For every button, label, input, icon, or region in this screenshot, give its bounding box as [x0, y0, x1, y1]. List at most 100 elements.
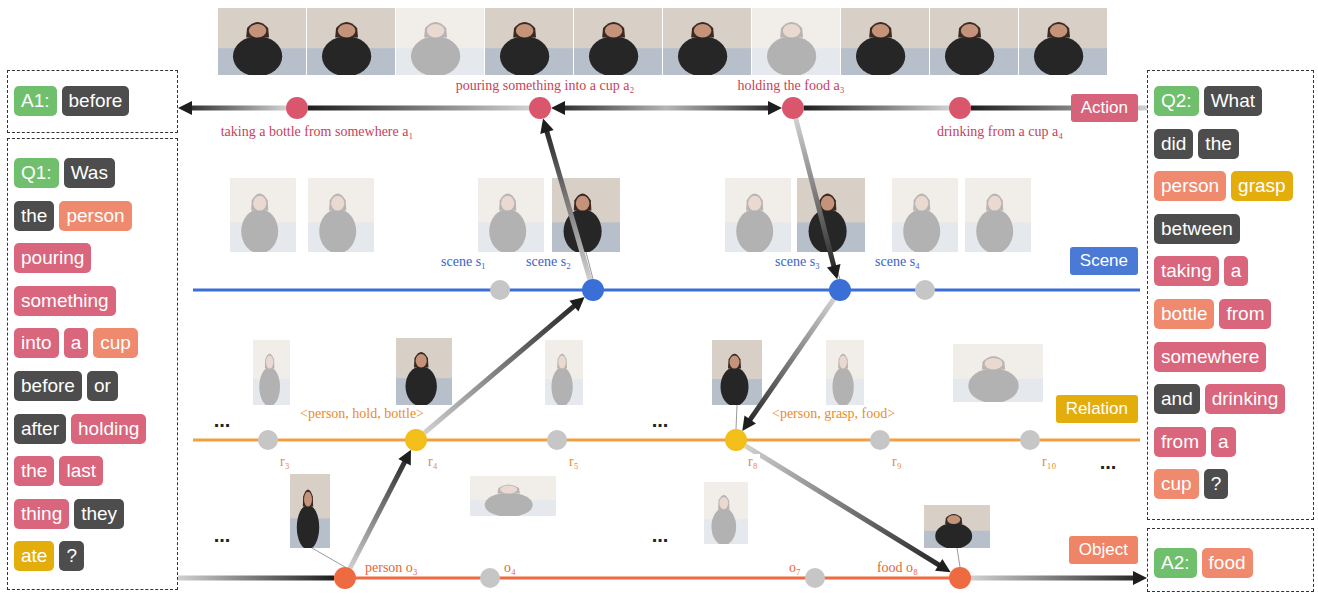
relation-photo: [953, 344, 1043, 403]
arrow-head: [551, 101, 565, 115]
dashed-panel: Q1:Wasthepersonpouringsomethingintoacupb…: [7, 138, 178, 590]
node-text: pouring: [21, 247, 84, 268]
node-label: r₅: [567, 454, 581, 470]
video-frame: [307, 8, 395, 76]
node-text: taking: [1161, 260, 1212, 281]
node-label: r₈: [746, 454, 760, 470]
word-token: ?: [59, 541, 84, 571]
video-frame: [752, 8, 840, 76]
node-label: taking a bottle from somewhere a₁: [219, 124, 416, 140]
node-text: something: [21, 290, 109, 311]
layer-label: Relation: [1056, 395, 1138, 423]
word-token: something: [14, 286, 116, 316]
connector: [350, 450, 411, 568]
word-token: from: [1154, 427, 1206, 457]
word-token: last: [59, 456, 103, 486]
node-text: person: [1161, 175, 1219, 196]
word-token: or: [87, 371, 118, 401]
node-text: A1:: [21, 90, 50, 111]
connector-line: [424, 305, 575, 433]
connector-line: [745, 446, 940, 566]
node-text: from: [1161, 431, 1199, 452]
node-text: Object: [1079, 540, 1128, 559]
word-token: the: [1198, 129, 1238, 159]
connector-line: [749, 299, 834, 421]
word-token: before: [62, 86, 130, 116]
word-token: cup: [93, 328, 138, 358]
word-token: a: [64, 328, 89, 358]
node-text: holding: [78, 418, 139, 439]
scene-photo: [308, 178, 374, 253]
word-token: thing: [14, 499, 69, 529]
graph-node: <person, grasp, food>r₈: [725, 429, 747, 451]
node-text: a: [71, 332, 82, 353]
object-photo: [924, 505, 990, 549]
word-token: food: [1202, 548, 1253, 578]
graph-node: scene s₂: [582, 279, 604, 301]
graph-node: r₅: [547, 430, 567, 450]
connector-line: [308, 106, 529, 111]
video-frame: [218, 8, 306, 76]
video-frame: [841, 8, 929, 76]
node-text: ate: [21, 545, 47, 566]
node-label: o₇: [787, 560, 803, 576]
node-label: o₄: [502, 560, 518, 576]
dashed-panel: Q2:Whatdidthepersongraspbetweentakingabo…: [1147, 70, 1314, 520]
video-frame: [485, 8, 573, 76]
layer-label: Action: [1071, 94, 1138, 122]
video-frame: [396, 8, 484, 76]
node-text: before: [69, 90, 123, 111]
arrow-head: [540, 119, 553, 134]
layer-label: Scene: [1070, 247, 1138, 275]
layer-label: Object: [1069, 536, 1138, 564]
word-token: Q1:: [14, 158, 59, 188]
word-token: a: [1211, 427, 1236, 457]
arrow-head: [827, 264, 841, 279]
node-label: scene s₂: [524, 254, 573, 270]
node-text: the: [21, 460, 47, 481]
node-label: scene s₁: [439, 254, 488, 270]
word-token: ate: [14, 541, 54, 571]
graph-node: scene s₁: [490, 280, 510, 300]
connector-line: [563, 106, 770, 111]
node-label: r₁₀: [1040, 454, 1058, 470]
word-token: after: [14, 414, 66, 444]
ellipsis-label: ...: [214, 524, 231, 547]
node-text: before: [21, 375, 75, 396]
scene-photo: [725, 178, 791, 253]
dashed-panel: A2:food: [1147, 528, 1314, 592]
word-token: drinking: [1205, 384, 1286, 414]
node-label: scene s₃: [773, 254, 822, 270]
word-token: cup: [1154, 469, 1199, 499]
node-label: food o₈: [875, 560, 920, 576]
node-label: r₄: [426, 454, 440, 470]
node-text: bottle: [1161, 303, 1207, 324]
node-text: last: [66, 460, 96, 481]
node-label: r₃: [278, 454, 292, 470]
node-label: r₉: [890, 454, 904, 470]
node-text: they: [81, 503, 117, 524]
word-token: ?: [1204, 469, 1229, 499]
video-frame: [1019, 8, 1107, 76]
word-token: somewhere: [1154, 342, 1266, 372]
leader-line: [957, 548, 960, 567]
node-text: What: [1211, 90, 1255, 111]
graph-node: taking a bottle from somewhere a₁: [286, 97, 308, 119]
dashed-panel: A1: before: [7, 70, 178, 133]
connector-line: [804, 106, 949, 111]
connector: [745, 446, 950, 572]
video-frame: [930, 8, 1018, 76]
relation-photo: [396, 338, 452, 406]
node-text: somewhere: [1161, 346, 1259, 367]
node-text: the: [1205, 133, 1231, 154]
word-token: Was: [64, 158, 115, 188]
graph-node: r₉: [870, 430, 890, 450]
ellipsis-label: ...: [1100, 451, 1117, 474]
connector: [804, 108, 949, 109]
object-photo: [704, 482, 748, 545]
arrow-head: [569, 297, 584, 311]
word-token: a: [1224, 256, 1249, 286]
node-label: <person, grasp, food>: [770, 406, 897, 422]
